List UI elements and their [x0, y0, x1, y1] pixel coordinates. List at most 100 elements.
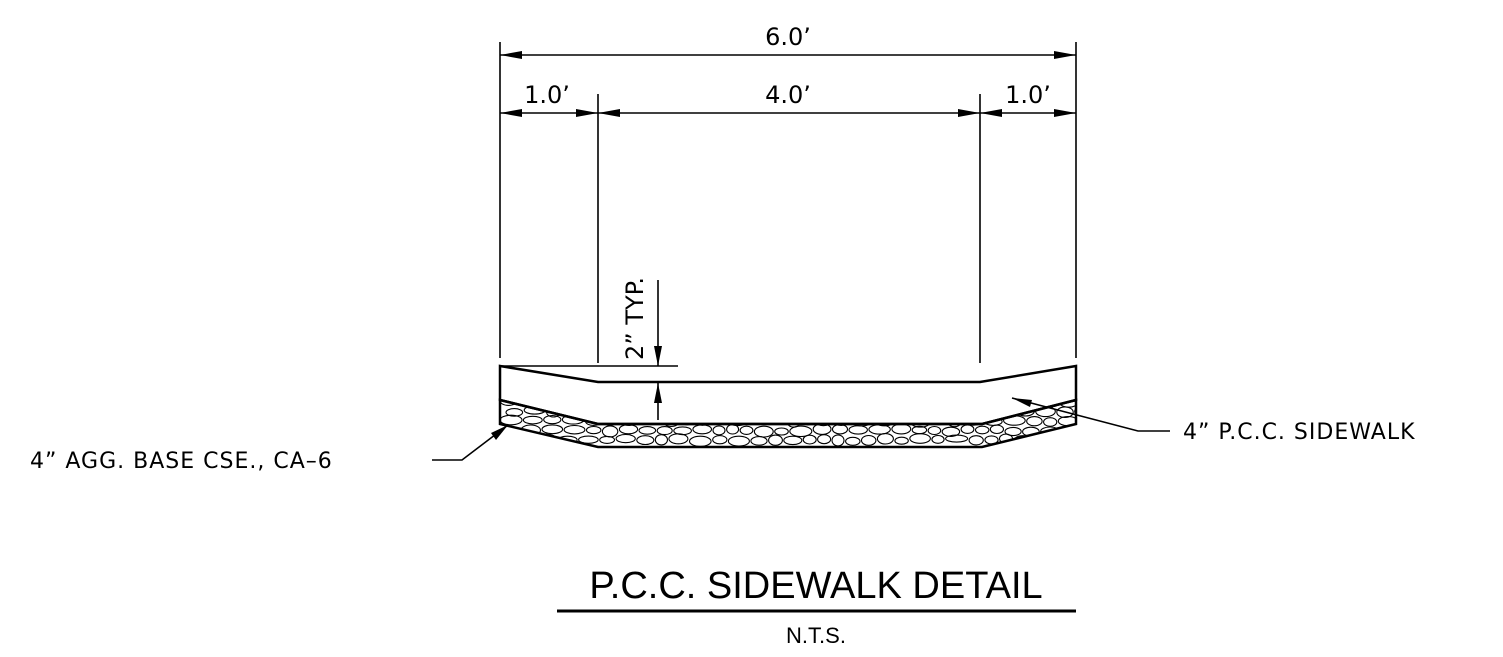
aggregate-stone — [748, 400, 763, 408]
aggregate-stone — [842, 400, 861, 408]
center-dimension-label: 4.0’ — [765, 81, 811, 109]
aggregate-stone — [500, 433, 518, 445]
aggregate-stone — [654, 434, 669, 446]
aggregate-stone — [708, 400, 727, 406]
aggregate-stone — [517, 434, 536, 445]
aggregate-stone — [868, 424, 891, 435]
aggregate-stone — [796, 408, 813, 417]
aggregate-base-layer — [498, 397, 1095, 449]
aggregate-stone — [935, 407, 954, 418]
aggregate-stone — [968, 435, 984, 446]
depth-dimension: 2” TYP. — [500, 277, 678, 420]
aggregate-stone — [884, 406, 899, 418]
aggregate-stone — [974, 425, 990, 435]
aggregate-stone — [603, 407, 617, 416]
aggregate-stone — [775, 405, 796, 417]
aggregate-stone — [561, 404, 581, 417]
aggregate-stone — [668, 433, 689, 445]
aggregate-stone — [522, 415, 543, 425]
aggregate-stone — [664, 400, 685, 406]
aggregate-stone — [789, 425, 813, 438]
aggregate-stone — [1043, 417, 1058, 427]
aggregate-stone — [802, 434, 817, 445]
aggregate-stone — [750, 436, 768, 446]
aggregate-stone — [975, 400, 996, 408]
aggregate-stone — [615, 433, 636, 444]
aggregate-stone — [754, 408, 776, 418]
aggregate-stone — [927, 425, 942, 436]
aggregate-stone — [876, 433, 894, 445]
aggregate-stone — [1056, 406, 1074, 419]
aggregate-stone — [548, 400, 566, 408]
aggregate-stone — [770, 414, 787, 425]
aggregate-stone — [581, 405, 603, 415]
aggregate-stone — [639, 406, 658, 415]
aggregate-stone — [541, 424, 564, 435]
aggregate-stone — [824, 400, 843, 405]
aggregate-stone — [941, 426, 961, 437]
aggregate-stone — [891, 423, 912, 435]
aggregate-stone — [1075, 435, 1076, 445]
aggregate-stone — [656, 426, 673, 436]
aggregate-stone — [899, 406, 918, 418]
aggregate-stone — [636, 435, 655, 446]
aggregate-stone — [585, 400, 602, 407]
base-callout: 4” AGG. BASE CSE., CA–6 — [30, 424, 509, 474]
aggregate-stone — [817, 434, 832, 445]
aggregate-stone — [712, 425, 726, 436]
aggregate-stone — [563, 424, 586, 435]
aggregate-stone — [804, 400, 825, 406]
aggregate-stone — [909, 433, 931, 444]
aggregate-stone — [919, 400, 936, 407]
aggregate-stone — [601, 400, 621, 407]
aggregate-stone — [848, 425, 868, 435]
aggregate-stone — [996, 400, 1010, 407]
aggregate-stone — [935, 400, 952, 409]
aggregate-stone — [726, 406, 741, 417]
aggregate-stone — [1060, 426, 1076, 436]
aggregate-stone — [827, 407, 844, 416]
aggregate-stone — [785, 400, 805, 408]
aggregate-stone — [1078, 397, 1095, 407]
aggregate-stone — [500, 414, 523, 426]
aggregate-stone — [685, 400, 708, 407]
aggregate-stone — [727, 435, 750, 447]
aggregate-stone — [533, 400, 548, 409]
aggregate-stone — [692, 424, 713, 435]
depth-dimension-label: 2” TYP. — [621, 277, 649, 360]
drawing-title: P.C.C. SIDEWALK DETAIL — [589, 565, 1042, 607]
aggregate-stone — [675, 407, 692, 418]
aggregate-stone — [565, 400, 586, 407]
segment-dimensions: 1.0’ 4.0’ 1.0’ — [500, 81, 1076, 117]
aggregate-stone — [895, 415, 910, 425]
aggregate-stone — [813, 406, 828, 415]
aggregate-stone — [578, 435, 599, 444]
aggregate-stone — [953, 405, 975, 418]
base-callout-label: 4” AGG. BASE CSE., CA–6 — [30, 449, 333, 474]
aggregate-stone — [917, 406, 936, 419]
aggregate-stone — [774, 427, 789, 436]
aggregate-stone — [753, 425, 774, 438]
aggregate-stone — [974, 407, 998, 418]
aggregate-stone — [989, 424, 1005, 435]
aggregate-stone — [620, 400, 635, 410]
aggregate-stone — [1032, 436, 1056, 446]
aggregate-stone — [952, 400, 975, 410]
aggregate-stone — [505, 408, 524, 417]
aggregate-stone — [960, 424, 975, 434]
aggregate-stone — [910, 417, 931, 428]
aggregate-stone — [862, 406, 885, 417]
pcc-sidewalk-slab — [498, 364, 1078, 426]
aggregate-stone — [945, 434, 969, 443]
aggregate-stone — [894, 436, 909, 445]
aggregate-stone — [860, 434, 877, 446]
sidewalk-callout-label: 4” P.C.C. SIDEWALK — [1183, 420, 1416, 445]
aggregate-stone — [727, 400, 749, 407]
aggregate-stone — [691, 405, 707, 415]
aggregate-stone — [844, 406, 862, 417]
overall-dimension: 6.0’ — [500, 23, 1076, 59]
aggregate-stone — [638, 426, 657, 435]
scale-note: N.T.S. — [786, 623, 846, 648]
aggregate-stone — [1055, 433, 1076, 444]
